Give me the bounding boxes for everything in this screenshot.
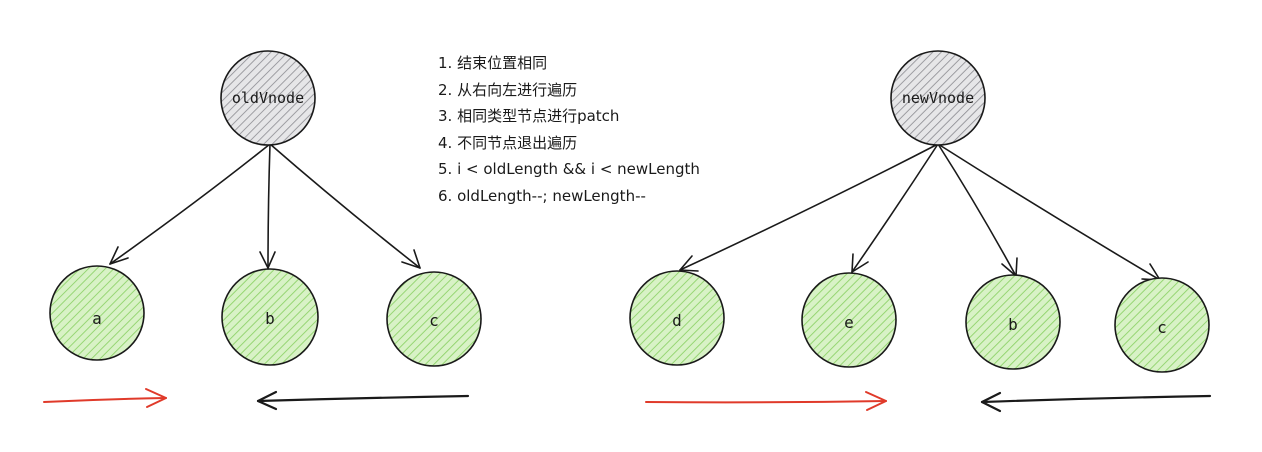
old-backward-arrow bbox=[256, 390, 470, 411]
note-item: 2. 从右向左进行遍历 bbox=[438, 80, 578, 99]
new-backward-arrow bbox=[980, 391, 1212, 413]
new-child-label-c: c bbox=[1157, 318, 1167, 337]
new-child-node-e: e bbox=[801, 272, 897, 368]
old-forward-arrow bbox=[43, 388, 167, 408]
edge-new-root-to-b bbox=[937, 143, 1018, 277]
old-child-label-a: a bbox=[92, 309, 102, 328]
edge-old-root-to-a bbox=[109, 143, 271, 265]
old-child-label-b: b bbox=[265, 309, 275, 328]
note-item: 4. 不同节点退出遍历 bbox=[438, 133, 578, 152]
old-root-label: oldVnode bbox=[232, 89, 304, 107]
note-item: 1. 结束位置相同 bbox=[438, 54, 548, 72]
old-child-label-c: c bbox=[429, 311, 439, 330]
edge-new-root-to-e bbox=[851, 143, 939, 273]
new-forward-arrow bbox=[645, 391, 887, 411]
old-tree-edges bbox=[109, 143, 421, 269]
edge-old-root-to-c bbox=[269, 143, 421, 269]
new-child-label-e: e bbox=[844, 313, 854, 332]
new-root-node: newVnode bbox=[890, 50, 986, 146]
old-child-node-a: a bbox=[49, 265, 145, 361]
old-child-node-c: c bbox=[386, 271, 482, 367]
edge-old-root-to-b bbox=[259, 143, 276, 269]
note-item: 5. i < oldLength && i < newLength bbox=[438, 160, 700, 178]
new-child-node-b: b bbox=[965, 274, 1061, 370]
new-tree-edges bbox=[679, 143, 1161, 281]
old-child-node-b: b bbox=[221, 268, 319, 366]
new-child-label-b: b bbox=[1008, 315, 1018, 334]
edge-new-root-to-d bbox=[679, 143, 939, 272]
note-item: 6. oldLength--; newLength-- bbox=[438, 186, 646, 205]
old-root-node: oldVnode bbox=[220, 50, 316, 146]
algorithm-notes: 1. 结束位置相同 2. 从右向左进行遍历 3. 相同类型节点进行patch 4… bbox=[438, 50, 700, 209]
note-item: 3. 相同类型节点进行patch bbox=[438, 107, 620, 125]
new-root-label: newVnode bbox=[902, 89, 974, 107]
new-child-node-c: c bbox=[1114, 277, 1210, 373]
new-child-node-d: d bbox=[629, 270, 725, 366]
edge-new-root-to-c bbox=[937, 143, 1161, 281]
new-child-label-d: d bbox=[672, 311, 682, 330]
